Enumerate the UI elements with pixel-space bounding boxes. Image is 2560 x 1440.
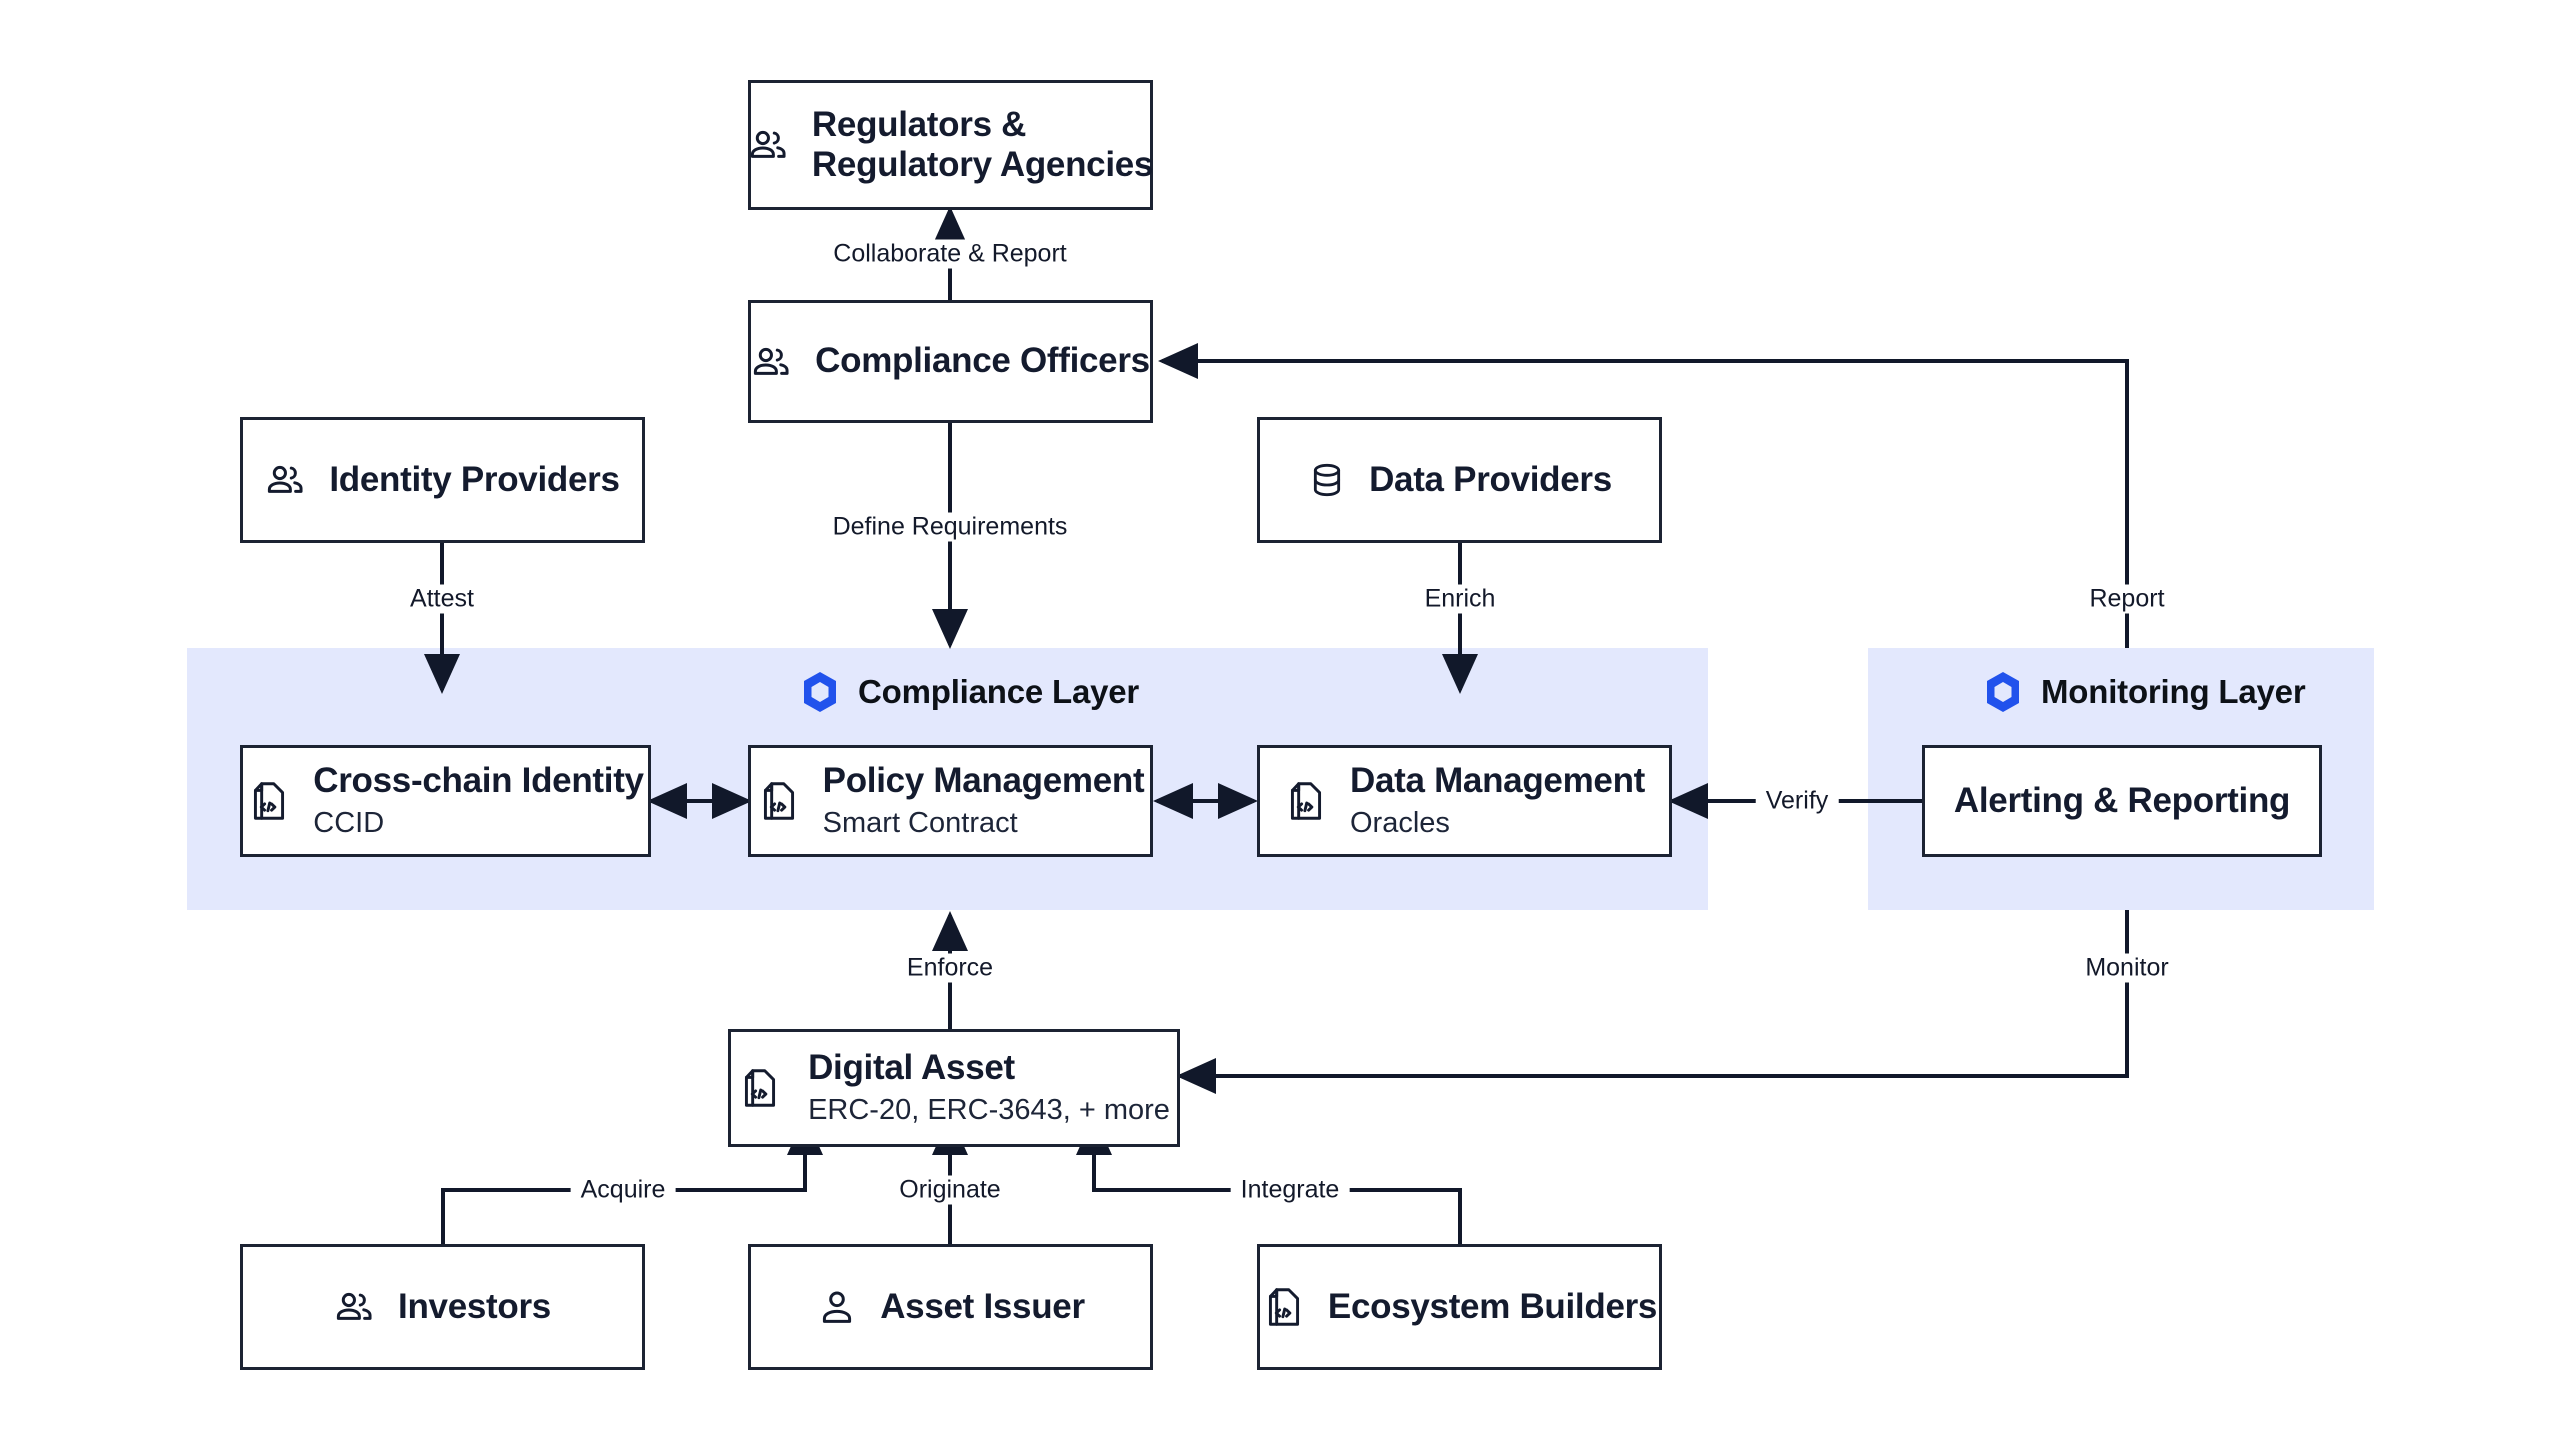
node-investors-title: Investors xyxy=(398,1286,551,1326)
edge-label-verify: Verify xyxy=(1755,786,1839,816)
node-ecosystem-builders-title: Ecosystem Builders xyxy=(1327,1286,1658,1326)
node-policy-management-subtitle: Smart Contract xyxy=(822,806,1018,839)
code-document-icon xyxy=(763,782,794,820)
node-digital-asset[interactable]: Digital Asset ERC-20, ERC-3643, + more xyxy=(728,1029,1180,1147)
compliance-layer-label: Compliance Layer xyxy=(858,673,1140,710)
node-cross-chain-identity[interactable]: Cross-chain Identity CCID xyxy=(240,745,651,857)
edge-label-acquire: Acquire xyxy=(570,1175,676,1205)
node-data-management-subtitle: Oracles xyxy=(1349,806,1450,839)
users-icon xyxy=(336,1292,372,1320)
users-icon xyxy=(754,347,789,375)
node-data-management-title: Data Management xyxy=(1349,761,1646,801)
node-data-providers-title: Data Providers xyxy=(1369,459,1612,499)
node-data-providers[interactable]: Data Providers xyxy=(1257,417,1662,543)
code-document-icon xyxy=(1268,1288,1299,1326)
code-document-icon xyxy=(745,1069,776,1107)
hexagon-icon xyxy=(804,672,836,712)
node-ecosystem-builders[interactable]: Ecosystem Builders xyxy=(1257,1244,1662,1370)
edge-label-attest: Attest xyxy=(400,584,484,614)
users-icon xyxy=(268,465,303,493)
node-compliance-officers[interactable]: Compliance Officers xyxy=(748,300,1153,423)
code-document-icon xyxy=(1290,782,1322,820)
edge-label-report: Report xyxy=(2079,584,2175,614)
node-identity-providers-title: Identity Providers xyxy=(329,459,620,499)
node-regulators-title-line1: Regulators & xyxy=(811,104,1027,144)
edge-label-enrich: Enrich xyxy=(1414,584,1506,614)
edge-label-monitor: Monitor xyxy=(2075,953,2179,983)
node-policy-management[interactable]: Policy Management Smart Contract xyxy=(748,745,1153,857)
node-data-management[interactable]: Data Management Oracles xyxy=(1257,745,1672,857)
node-policy-management-title: Policy Management xyxy=(822,761,1145,801)
edge-label-originate: Originate xyxy=(889,1175,1011,1205)
database-icon xyxy=(1313,463,1341,497)
node-asset-issuer-title: Asset Issuer xyxy=(880,1286,1085,1326)
edge-label-integrate: Integrate xyxy=(1230,1175,1350,1205)
edge-label-enforce: Enforce xyxy=(896,953,1004,983)
edge-label-define-requirements: Define Requirements xyxy=(822,512,1078,542)
node-regulators[interactable]: Regulators & Regulatory Agencies xyxy=(748,80,1153,210)
node-alerting-reporting[interactable]: Alerting & Reporting xyxy=(1922,745,2322,857)
hexagon-icon xyxy=(1987,672,2019,712)
node-identity-providers[interactable]: Identity Providers xyxy=(240,417,645,543)
edge-label-collaborate-report: Collaborate & Report xyxy=(823,239,1077,269)
node-asset-issuer[interactable]: Asset Issuer xyxy=(748,1244,1153,1370)
monitoring-layer-header: Monitoring Layer xyxy=(1983,670,2306,714)
node-regulators-title-line2: Regulatory Agencies xyxy=(811,145,1154,184)
compliance-layer-header: Compliance Layer xyxy=(800,670,1139,714)
node-compliance-officers-title: Compliance Officers xyxy=(815,341,1150,381)
monitoring-layer-label: Monitoring Layer xyxy=(2041,673,2306,710)
node-cross-chain-identity-subtitle: CCID xyxy=(313,806,385,839)
node-investors[interactable]: Investors xyxy=(240,1244,645,1370)
node-cross-chain-identity-title: Cross-chain Identity xyxy=(313,761,644,801)
node-alerting-reporting-title: Alerting & Reporting xyxy=(1953,780,2291,820)
code-document-icon xyxy=(254,782,285,820)
node-digital-asset-title: Digital Asset xyxy=(808,1048,1015,1088)
user-icon xyxy=(823,1291,852,1323)
users-icon xyxy=(750,130,786,158)
node-digital-asset-subtitle: ERC-20, ERC-3643, + more xyxy=(808,1093,1170,1126)
